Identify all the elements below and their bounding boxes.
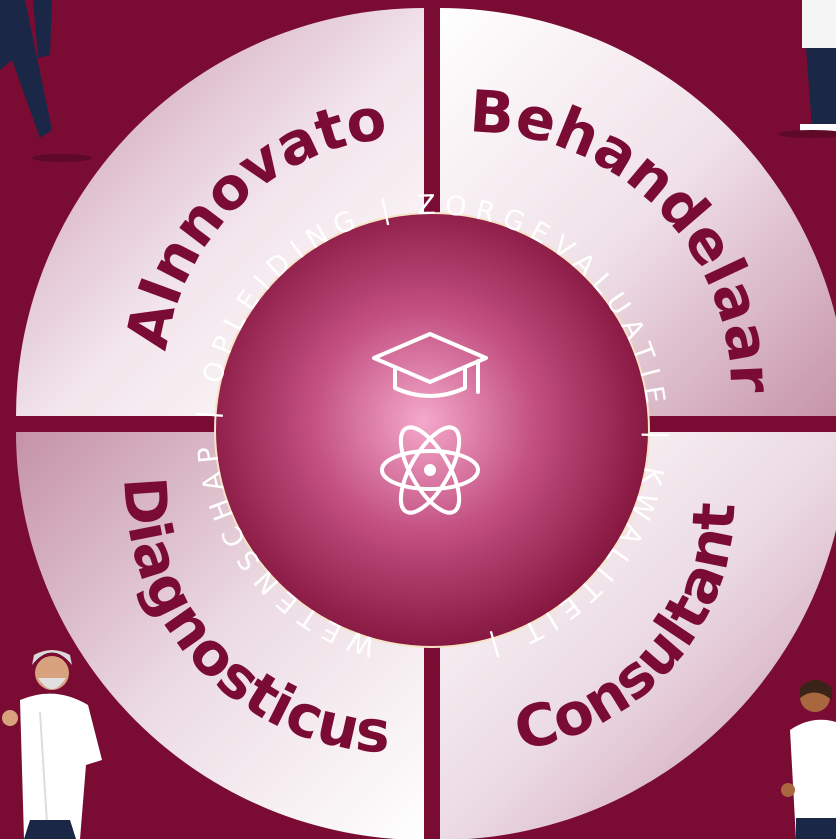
graduation-cap-icon (372, 332, 488, 398)
atom-icon (380, 425, 480, 515)
figure-top-right-decoration (778, 0, 836, 138)
figure-top-left-decoration (0, 0, 92, 162)
doctor-figure-bottom-right (781, 680, 836, 839)
center-circle (216, 214, 648, 646)
doctor-figure-bottom-left (2, 650, 102, 839)
